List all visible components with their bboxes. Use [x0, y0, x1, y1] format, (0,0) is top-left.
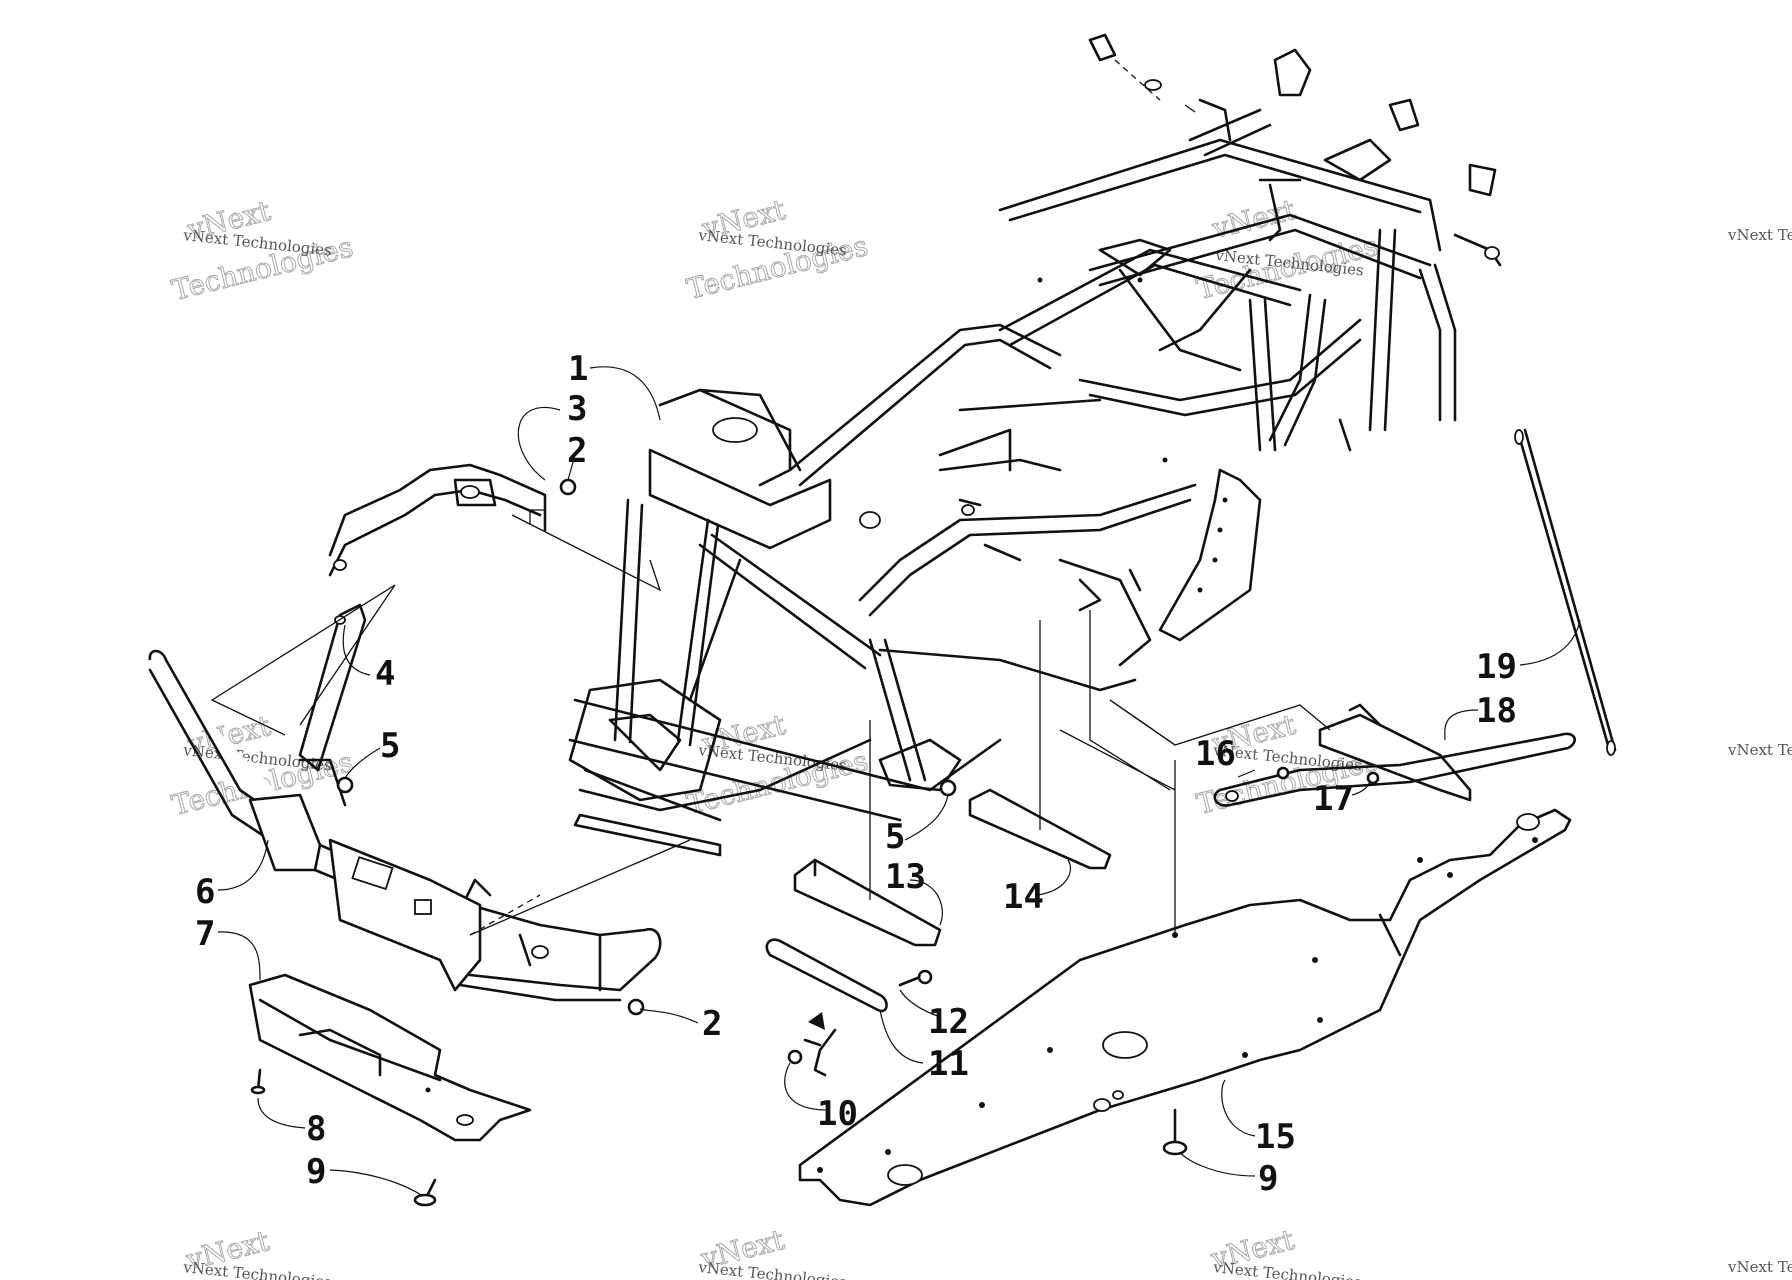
callout-16: 16 [1195, 734, 1236, 774]
callout-10: 10 [817, 1094, 858, 1134]
watermark-text: vNext Technologies [697, 1258, 848, 1280]
watermark-text: vNext Technologies [1212, 1258, 1363, 1280]
callout-numbers: 1 3 2 4 5 6 7 8 9 2 5 13 14 10 11 12 15 … [195, 349, 1517, 1199]
callout-3: 3 [567, 389, 587, 429]
callout-4: 4 [375, 654, 395, 694]
callout-13: 13 [885, 857, 926, 897]
watermark-edge-text: vNext Te [1727, 741, 1792, 759]
callout-2-top: 2 [567, 431, 587, 471]
bolt-2-bottom [627, 998, 645, 1016]
floor-plate [798, 808, 1572, 1207]
svg-text:vNext: vNext [1208, 193, 1299, 246]
callout-5-mid: 5 [885, 817, 905, 857]
bolts [250, 33, 1380, 1207]
callout-15: 15 [1255, 1117, 1296, 1157]
nut-10 [787, 1049, 803, 1065]
long-rod [1514, 428, 1617, 756]
callout-1: 1 [568, 349, 588, 389]
warning-triangle-icon [808, 1012, 825, 1030]
callout-9-left: 9 [306, 1152, 326, 1192]
callout-8: 8 [306, 1109, 326, 1149]
front-skid-plate [248, 973, 532, 1142]
front-bracket [328, 463, 547, 577]
callout-11: 11 [928, 1044, 969, 1084]
watermark-top-right: vNext Technologies [1193, 192, 1382, 306]
top-clip [1088, 33, 1117, 62]
bolt-2-top [559, 478, 577, 496]
front-bumper [148, 649, 662, 1002]
callout-17: 17 [1313, 779, 1354, 819]
main-frame [568, 48, 1502, 857]
upright-brace [298, 603, 367, 772]
assembly-lines [210, 514, 1331, 936]
callout-18: 18 [1476, 691, 1517, 731]
callout-12: 12 [928, 1002, 969, 1042]
callout-7: 7 [195, 914, 215, 954]
callout-leaders [217, 366, 1581, 1197]
bolt-5-mid [939, 779, 957, 797]
callout-6: 6 [195, 872, 215, 912]
bolt-5-left [336, 776, 354, 794]
callout-5-left: 5 [380, 726, 400, 766]
watermark-text: vNext Technologies [182, 1258, 333, 1280]
callout-14: 14 [1003, 877, 1044, 917]
foam-pad-left [793, 858, 942, 947]
watermark-edge-text: vNext Te [1727, 1258, 1792, 1276]
watermark-edge-text: vNext Te [1727, 226, 1792, 244]
rear-bracket [1213, 703, 1576, 807]
callout-19: 19 [1476, 647, 1517, 687]
callout-2-bottom: 2 [702, 1004, 722, 1044]
bolt-16 [1276, 766, 1290, 780]
strap-bracket [765, 938, 888, 1077]
callout-9-right: 9 [1258, 1159, 1278, 1199]
